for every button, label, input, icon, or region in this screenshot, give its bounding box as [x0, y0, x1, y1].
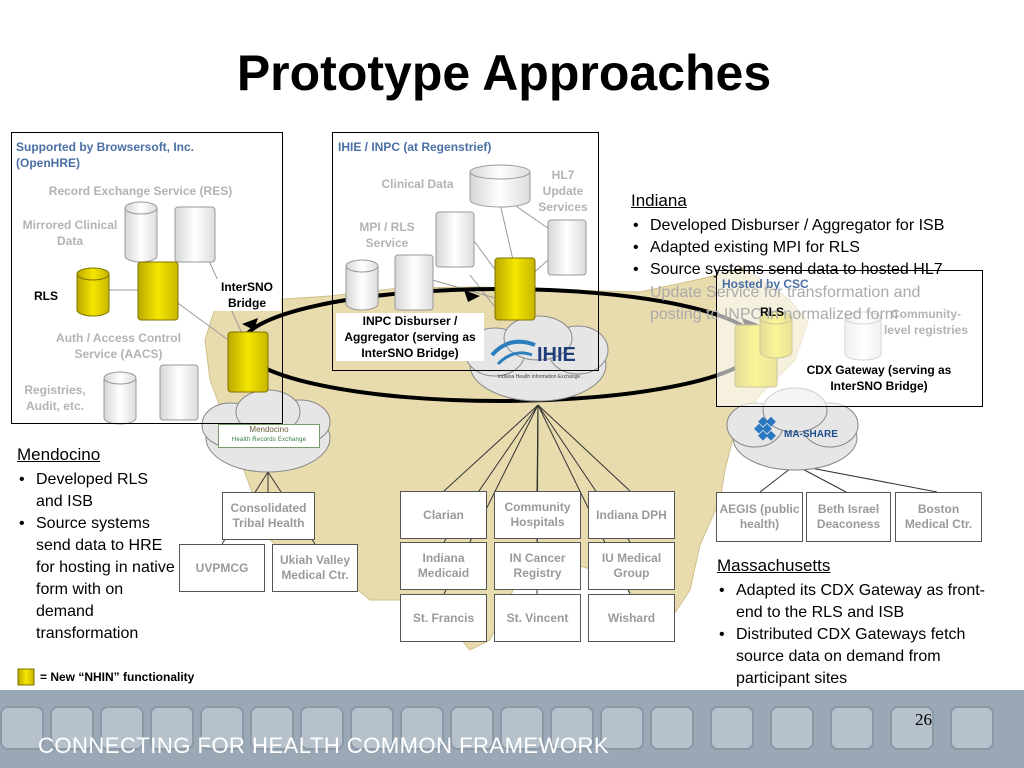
node-consolidated-tribal-health: Consolidated Tribal Health	[222, 492, 315, 540]
footer-tile	[950, 706, 994, 750]
footer-tile	[300, 706, 344, 750]
node-wishard: Wishard	[588, 594, 675, 642]
mirrored-clinical-label: Mirrored Clinical Data	[22, 218, 118, 248]
csc-rls-label: RLS	[760, 305, 784, 319]
mpi-rls-label: MPI / RLS Service	[359, 220, 415, 250]
node-community-hospitals: Community Hospitals	[494, 491, 581, 539]
node-uvpmcg: UVPMCG	[179, 544, 265, 592]
mendocino-heading: Mendocino	[17, 445, 101, 464]
node-in-cancer-registry: IN Cancer Registry	[494, 542, 581, 590]
mendocino-bullet: Source systems send data to HRE for host…	[17, 513, 175, 645]
massachusetts-bullet: Adapted its CDX Gateway as front-end to …	[717, 580, 987, 624]
footer-title: CONNECTING FOR HEALTH COMMON FRAMEWORK	[38, 733, 610, 758]
mendocino-logo-line2: Health Records Exchange	[231, 437, 307, 443]
ihie-box	[332, 132, 599, 371]
footer-tile	[0, 706, 44, 750]
page-title: Prototype Approaches	[236, 45, 772, 101]
disburser-label: INPC Disburser / Aggregator (serving as …	[336, 313, 484, 361]
footer-tile	[50, 706, 94, 750]
footer-tile	[890, 706, 934, 750]
res-label: Record Exchange Service (RES)	[48, 184, 233, 198]
intersno-bridge-label: InterSNO Bridge	[213, 279, 281, 311]
ma-share-mark	[754, 416, 776, 441]
footer-tile	[200, 706, 244, 750]
openhre-box	[11, 132, 283, 424]
node-st-vincent: St. Vincent	[494, 594, 581, 642]
massachusetts-bullets: Adapted its CDX Gateway as front-end to …	[717, 580, 987, 690]
indiana-bullet: Adapted existing MPI for RLS	[631, 237, 1011, 259]
indiana-bullet-cont: Update Service for transformation and	[650, 284, 921, 301]
ihie-logo-subtext: Indiana Health Information Exchange	[497, 374, 581, 380]
aacs-label: Auth / Access Control Service (AACS)	[56, 331, 181, 361]
massachusetts-bullet: Distributed CDX Gateways fetch source da…	[717, 624, 987, 690]
node-ukiah-valley: Ukiah Valley Medical Ctr.	[272, 544, 358, 592]
registries-label: Registries, Audit, etc.	[24, 383, 86, 413]
footer-tile	[600, 706, 644, 750]
node-iu-medical-group: IU Medical Group	[588, 542, 675, 590]
footer-tile	[500, 706, 544, 750]
hl7-label: HL7 Update Services	[538, 168, 588, 214]
indiana-heading: Indiana	[631, 191, 687, 210]
csc-box	[716, 270, 983, 407]
node-boston-medical: Boston Medical Ctr.	[895, 492, 982, 542]
mendocino-logo-line1: Mendocino	[249, 425, 289, 434]
openhre-header: Supported by Browsersoft, Inc. (OpenHRE)	[16, 140, 195, 170]
footer-tile	[350, 706, 394, 750]
community-registries-label: Community-level registries	[883, 307, 969, 337]
mendocino-bullet: Developed RLS and ISB	[17, 469, 175, 513]
node-beth-israel: Beth Israel Deaconess	[806, 492, 891, 542]
ihie-logo-text: IHIE	[537, 344, 576, 366]
node-clarian: Clarian	[400, 491, 487, 539]
openhre-rls-label: RLS	[34, 289, 58, 303]
footer-tile	[450, 706, 494, 750]
footer-tile	[550, 706, 594, 750]
indiana-bullet: Source systems send data to hosted HL7	[631, 259, 1011, 281]
ihie-header: IHIE / INPC (at Regenstrief)	[338, 140, 492, 154]
indiana-bullets: Developed Disburser / Aggregator for ISB…	[631, 215, 1011, 281]
footer-tile	[400, 706, 444, 750]
clinical-data-label: Clinical Data	[381, 177, 454, 191]
footer-tile	[650, 706, 694, 750]
indiana-bullet-cont: posting to INPC in normalized form	[650, 306, 899, 323]
node-aegis: AEGIS (public health)	[716, 492, 803, 542]
footer-tile	[100, 706, 144, 750]
indiana-bullet: Developed Disburser / Aggregator for ISB	[631, 215, 1011, 237]
footer-tile	[150, 706, 194, 750]
mendocino-bullets: Developed RLS and ISB Source systems sen…	[17, 469, 175, 645]
footer-tile	[710, 706, 754, 750]
node-indiana-medicaid: Indiana Medicaid	[400, 542, 487, 590]
ma-share-logo-text: MA-SHARE	[784, 429, 838, 440]
cdx-gateway-label: CDX Gateway (serving as InterSNO Bridge)	[806, 363, 952, 393]
ihie-swoosh	[490, 339, 536, 357]
massachusetts-heading: Massachusetts	[717, 556, 831, 575]
page-number: 26	[915, 710, 932, 729]
legend-swatch	[17, 668, 35, 686]
node-indiana-dph: Indiana DPH	[588, 491, 675, 539]
node-st-francis: St. Francis	[400, 594, 487, 642]
gray-servers	[159, 206, 587, 421]
footer-tile	[830, 706, 874, 750]
mendocino-logo: Mendocino Health Records Exchange	[218, 424, 320, 448]
legend-label: = New “NHIN” functionality	[40, 670, 195, 684]
footer-tile	[770, 706, 814, 750]
footer-tile	[250, 706, 294, 750]
ma-cloud	[726, 387, 859, 471]
